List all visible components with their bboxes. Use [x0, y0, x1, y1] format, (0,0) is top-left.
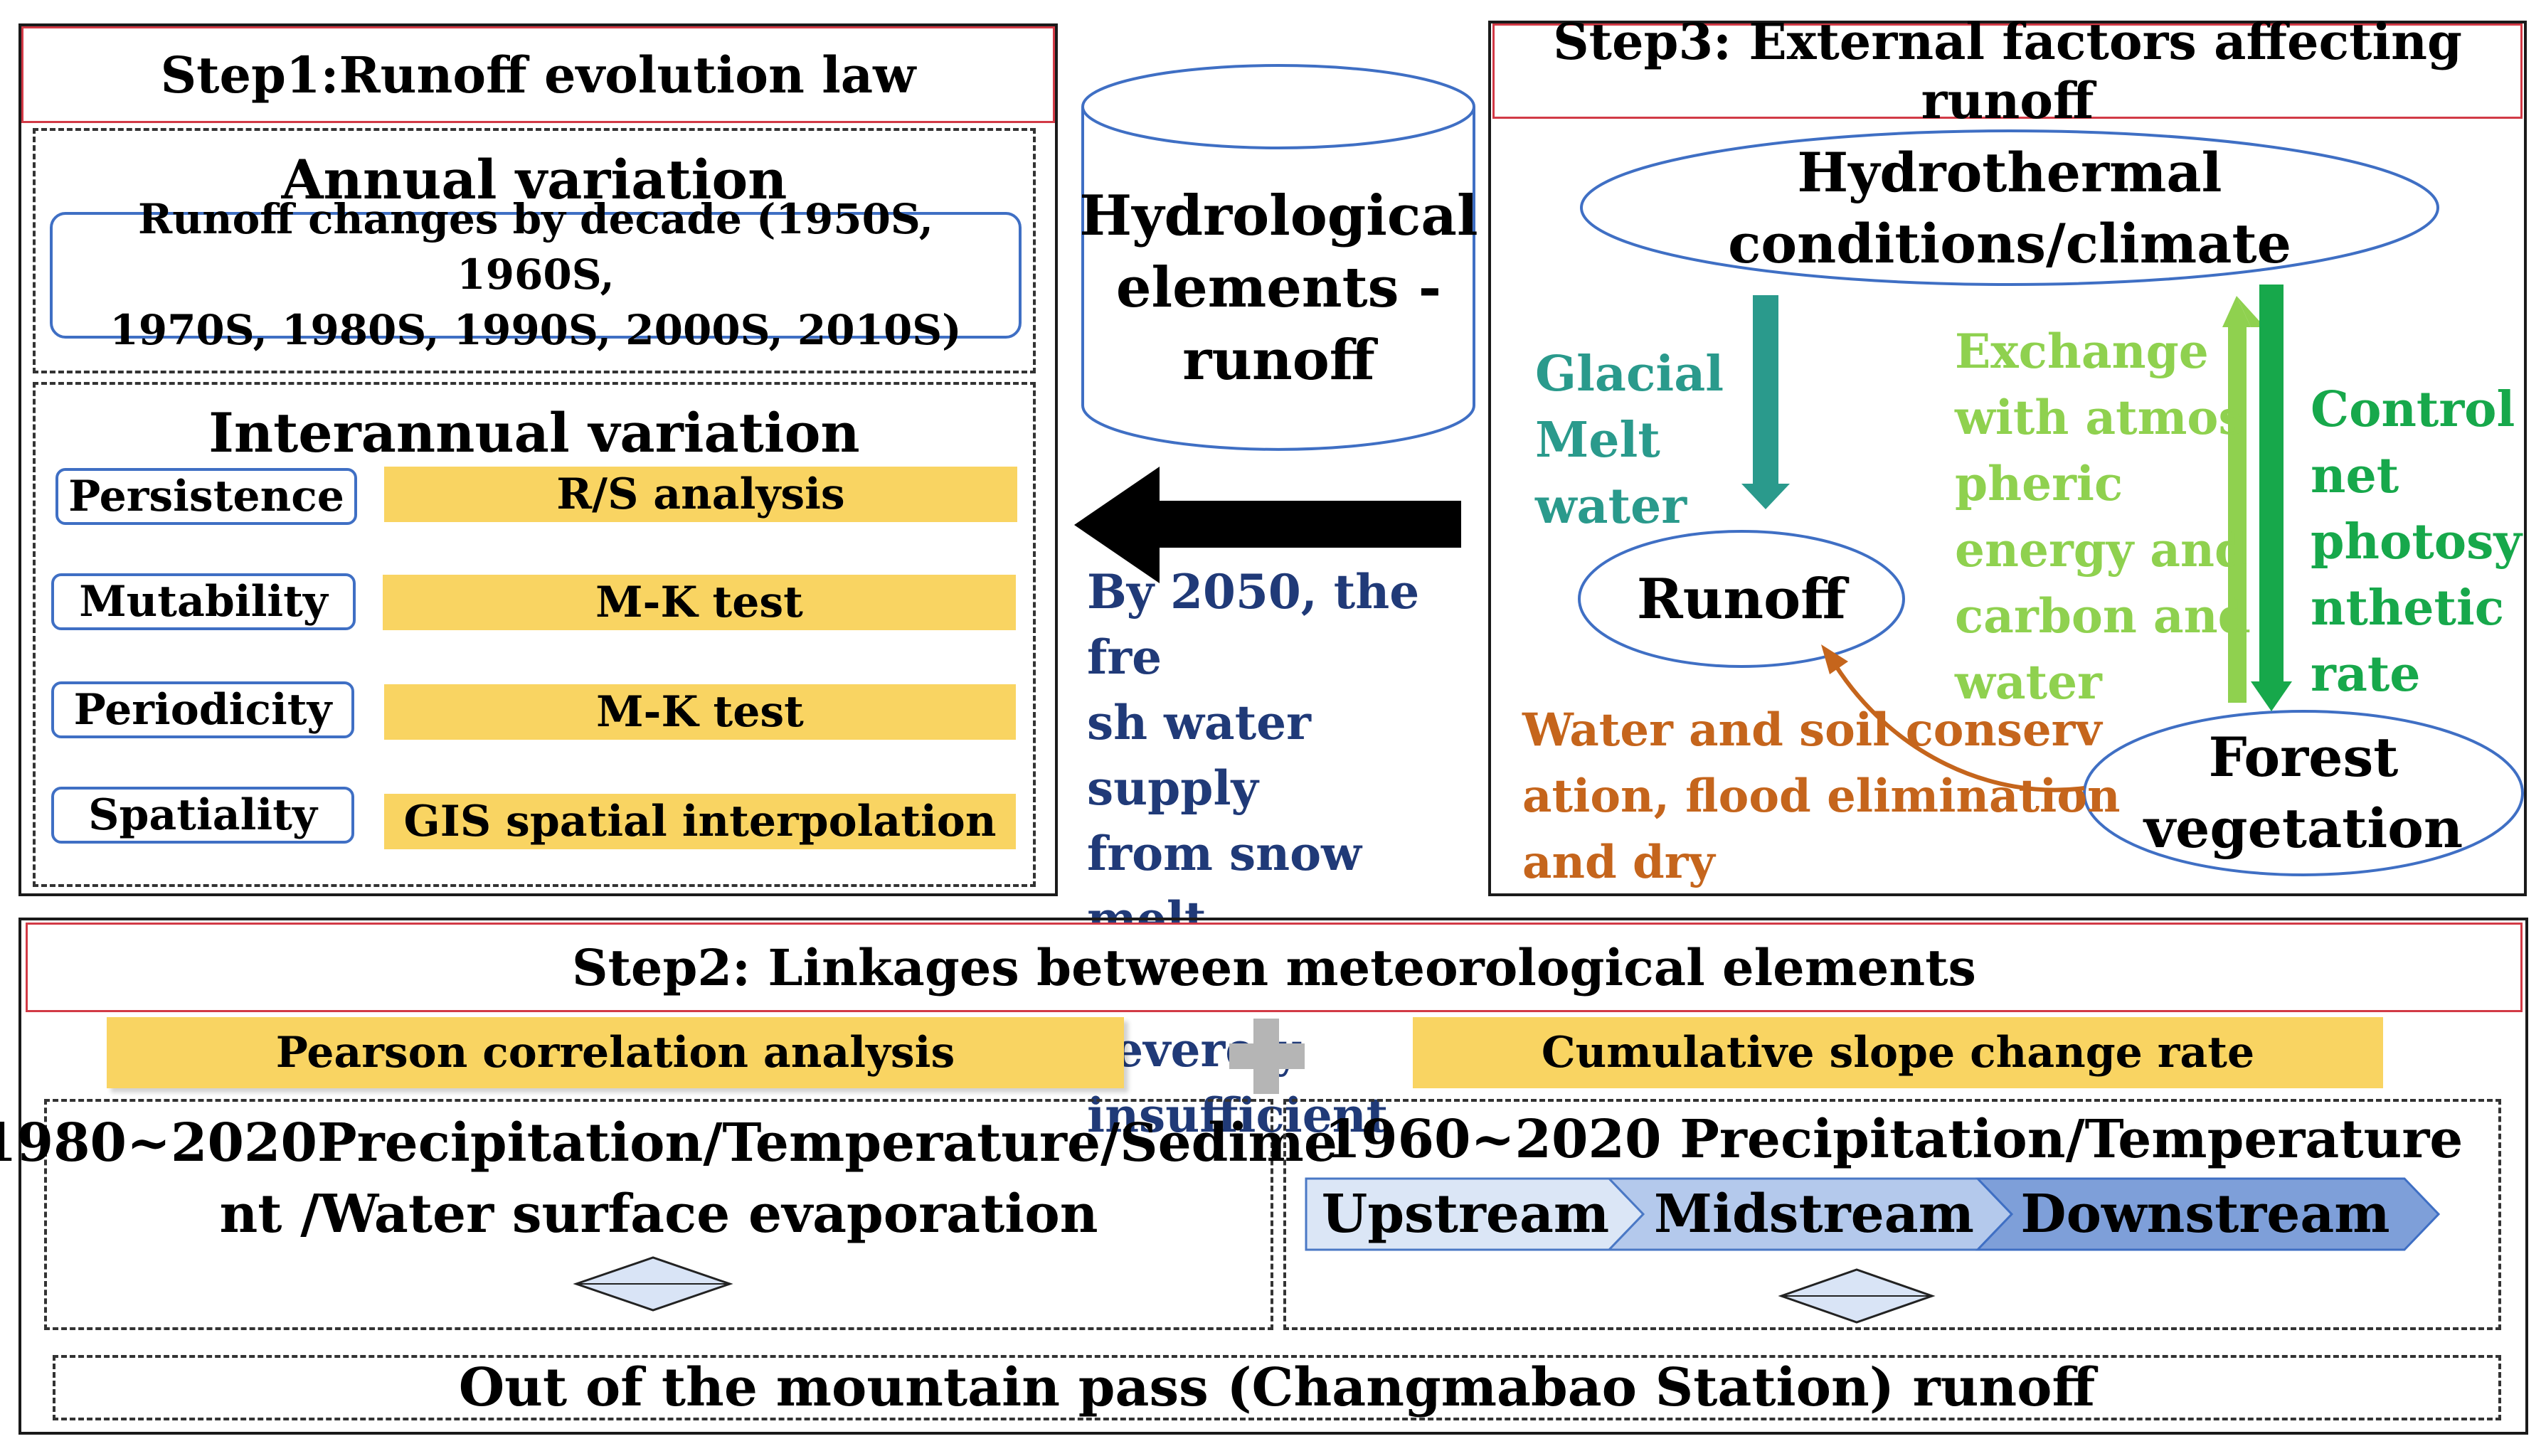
cumulative-bar: Cumulative slope change rate [1413, 1017, 2383, 1088]
chevron-midstream-label: Midstream [1654, 1184, 1974, 1245]
annual-variation-text-2: 1970S, 1980S, 1990S, 2000S, 2010S) [110, 305, 962, 354]
exchange-line-1: Exchange [1955, 324, 2209, 379]
annual-variation-text-1: Runoff changes by decade (1950S, 1960S, [138, 195, 933, 299]
control-line-1: Control [2311, 381, 2515, 438]
step1-panel [18, 23, 1058, 896]
hydrological-cylinder [1081, 64, 1475, 451]
left-linkage-text: 1980~2020Precipitation/Temperature/Sedim… [0, 1104, 1337, 1253]
glacial-line-3: water [1535, 478, 1687, 535]
row-label-persistence: Persistence [55, 468, 357, 525]
conservation-line-2: ation, flood elimination [1522, 770, 2121, 823]
climate-line-1: Hydrothermal [1797, 140, 2222, 204]
cylinder-line-1: Hydrological [1079, 183, 1478, 248]
runoff-ellipse [1578, 530, 1905, 668]
forest-line-2: vegetation [2143, 797, 2463, 860]
cylinder-label: Hydrological elements - runoff [1079, 171, 1478, 405]
left-linkage-line-1: 1980~2020Precipitation/Temperature/Sedim… [0, 1112, 1337, 1174]
control-line-4: nthetic [2311, 580, 2505, 637]
diamond-left-icon [573, 1256, 733, 1312]
forest-label: Forest vegetation [2091, 718, 2515, 868]
control-line-5: rate [2311, 646, 2421, 703]
exchange-label: Exchange with atmos pheric energy and ca… [1955, 319, 2251, 716]
row-method-spatiality: GIS spatial interpolation [384, 794, 1016, 849]
chevron-downstream-label: Downstream [2020, 1184, 2390, 1245]
row-method-persistence: R/S analysis [384, 467, 1017, 522]
chevron-upstream-label: Upstream [1321, 1184, 1610, 1245]
row-label-spatiality: Spatiality [51, 787, 354, 844]
row-method-mutability: M-K test [383, 575, 1016, 630]
exchange-line-2: with atmos [1955, 390, 2245, 445]
station-runoff-box: Out of the mountain pass (Changmabao Sta… [53, 1355, 2501, 1420]
exchange-line-6: water [1955, 654, 2102, 710]
climate-ellipse [1580, 129, 2439, 286]
conservation-line-3: and dry [1522, 836, 1715, 889]
forest-line-1: Forest [2208, 726, 2399, 789]
runoff-label: Runoff [1636, 566, 1847, 632]
conservation-curve-arrow-icon [1821, 644, 2085, 792]
pearson-bar: Pearson correlation analysis [107, 1017, 1124, 1088]
step2-panel [18, 918, 2528, 1435]
cylinder-line-2: elements - [1115, 255, 1442, 321]
annual-variation-heading: Annual variation [281, 147, 787, 211]
row-label-periodicity: Periodicity [51, 681, 354, 738]
exchange-arrow-up-icon [2222, 296, 2265, 703]
climate-label: Hydrothermal conditions/climate [1593, 135, 2426, 281]
control-line-3: photosy [2311, 514, 2522, 570]
interannual-variation-heading: Interannual variation [208, 400, 860, 464]
interannual-variation-box [33, 382, 1036, 887]
right-linkage-heading: 1960~2020 Precipitation/Temperature [1324, 1109, 2463, 1170]
step1-title: Step1:Runoff evolution law [21, 26, 1055, 123]
chevron-downstream [1975, 1177, 2441, 1251]
row-label-mutability: Mutability [51, 573, 356, 630]
right-linkage-box [1283, 1099, 2501, 1330]
row-method-periodicity: M-K test [384, 684, 1016, 740]
left-linkage-box [44, 1099, 1273, 1330]
snow-note-line-5: insufficient [1087, 1088, 1389, 1143]
glacial-line-2: Melt [1535, 412, 1660, 469]
plus-icon [1229, 1019, 1305, 1094]
diamond-right-icon [1778, 1268, 1936, 1324]
snow-note-line-1: By 2050, the fre [1087, 564, 1420, 685]
control-arrow-down-icon [2251, 285, 2292, 711]
control-label: Control net photosy nthetic rate [2311, 377, 2522, 708]
glacial-line-1: Glacial [1535, 346, 1724, 403]
control-line-2: net [2311, 447, 2399, 504]
annual-variation-pill: Runoff changes by decade (1950S, 1960S, … [50, 195, 1022, 354]
snow-note-line-2: sh water supply [1087, 695, 1311, 816]
step2-title: Step2: Linkages between meteorological e… [26, 923, 2523, 1012]
left-linkage-line-2: nt /Water surface evaporation [219, 1184, 1098, 1245]
conservation-line-1: Water and soil conserv [1522, 703, 2102, 757]
forest-ellipse [2083, 710, 2524, 876]
exchange-line-4: energy and [1955, 522, 2248, 578]
climate-line-2: conditions/climate [1728, 211, 2291, 275]
arrow-left-icon [1074, 467, 1461, 583]
annual-variation-box [33, 128, 1036, 373]
step3-panel [1488, 21, 2527, 896]
exchange-line-3: pheric [1955, 456, 2123, 511]
glacial-melt-label: Glacial Melt water [1535, 341, 1724, 540]
exchange-line-5: carbon and [1955, 588, 2251, 644]
cylinder-line-3: runoff [1182, 327, 1375, 393]
conservation-label: Water and soil conserv ation, flood elim… [1522, 697, 2121, 896]
glacial-arrow-down-icon [1741, 295, 1790, 509]
